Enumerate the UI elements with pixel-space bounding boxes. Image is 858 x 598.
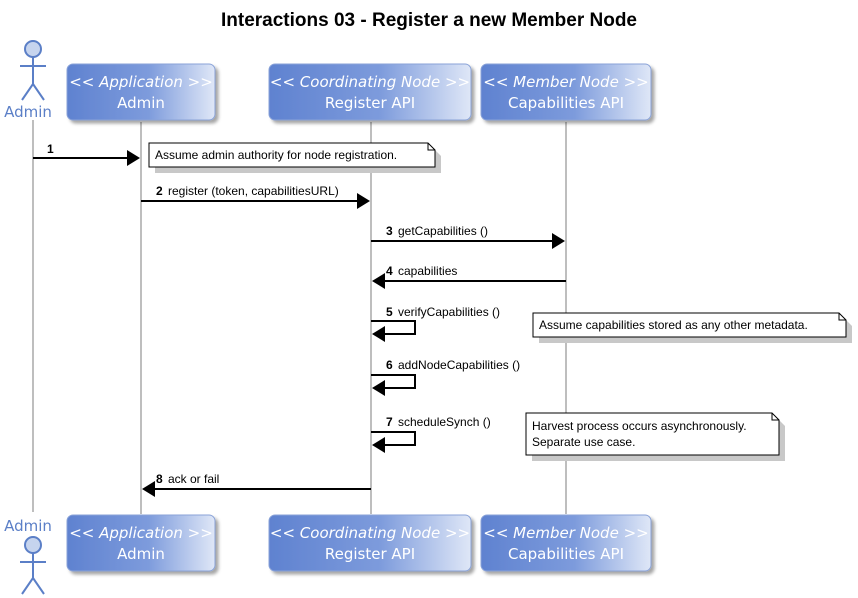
message-2: 2 register (token, capabilitiesURL) [141, 184, 370, 209]
participant-register-api-bottom: << Coordinating Node >> Register API [268, 514, 472, 572]
participant-stereotype: << Application >> [69, 524, 213, 542]
participant-stereotype: << Application >> [69, 73, 213, 91]
message-6: 6 addNodeCapabilities () [371, 358, 520, 396]
message-3: 3 getCapabilities () [371, 224, 565, 249]
diagram-title: Interactions 03 - Register a new Member … [221, 10, 637, 31]
actor-figure-icon [20, 40, 46, 101]
message-7: 7 scheduleSynch () [371, 415, 491, 453]
participant-stereotype: << Coordinating Node >> [270, 73, 470, 91]
message-5: 5 verifyCapabilities () [371, 305, 500, 342]
message-label: getCapabilities () [398, 224, 488, 238]
arrowhead-icon [372, 273, 385, 289]
participant-capabilities-api-top: << Member Node >> Capabilities API [480, 63, 652, 121]
participant-name: Capabilities API [508, 94, 624, 112]
participant-capabilities-api-bottom: << Member Node >> Capabilities API [480, 514, 652, 572]
participant-stereotype: << Member Node >> [483, 73, 648, 91]
message-number: 5 [386, 305, 393, 319]
message-label: verifyCapabilities () [398, 305, 500, 319]
arrowhead-icon [372, 326, 385, 342]
actor-figure-icon [20, 536, 46, 595]
participant-name: Capabilities API [508, 545, 624, 563]
actor-label: Admin [4, 103, 52, 121]
message-label: capabilities [398, 264, 457, 278]
arrowhead-icon [142, 481, 155, 497]
message-number: 7 [386, 415, 393, 429]
note-text: Harvest process occurs asynchronously. [532, 419, 747, 433]
message-label: ack or fail [168, 472, 219, 486]
participant-stereotype: << Member Node >> [483, 524, 648, 542]
arrowhead-icon [127, 150, 140, 166]
message-number: 2 [156, 184, 163, 198]
message-1: 1 [33, 142, 140, 166]
arrowhead-icon [552, 233, 565, 249]
message-4: 4 capabilities [372, 264, 566, 289]
message-label: scheduleSynch () [398, 415, 491, 429]
note-capabilities-stored: Assume capabilities stored as any other … [532, 312, 852, 343]
participant-name: Register API [325, 94, 415, 112]
actor-label: Admin [4, 517, 52, 535]
actor-admin-bottom: Admin [4, 517, 52, 595]
message-number: 1 [47, 142, 54, 156]
arrowhead-icon [372, 437, 385, 453]
message-label: addNodeCapabilities () [398, 358, 520, 372]
message-8: 8 ack or fail [142, 472, 371, 497]
message-number: 8 [156, 472, 163, 486]
arrowhead-icon [372, 380, 385, 396]
message-label: register (token, capabilitiesURL) [168, 184, 339, 198]
note-harvest-process: Harvest process occurs asynchronously. S… [525, 412, 785, 461]
participant-application-admin-bottom: << Application >> Admin [66, 514, 216, 572]
participant-stereotype: << Coordinating Node >> [270, 524, 470, 542]
note-admin-authority: Assume admin authority for node registra… [148, 142, 441, 173]
message-number: 3 [386, 224, 393, 238]
arrowhead-icon [357, 193, 370, 209]
note-text: Separate use case. [532, 435, 635, 449]
participant-name: Admin [117, 94, 165, 112]
participant-name: Admin [117, 545, 165, 563]
note-text: Assume admin authority for node registra… [155, 148, 397, 162]
message-number: 6 [386, 358, 393, 372]
note-text: Assume capabilities stored as any other … [539, 318, 808, 332]
participant-name: Register API [325, 545, 415, 563]
actor-admin-top: Admin [4, 40, 52, 121]
participant-register-api-top: << Coordinating Node >> Register API [268, 63, 472, 121]
message-number: 4 [386, 264, 393, 278]
participant-application-admin-top: << Application >> Admin [66, 63, 216, 121]
